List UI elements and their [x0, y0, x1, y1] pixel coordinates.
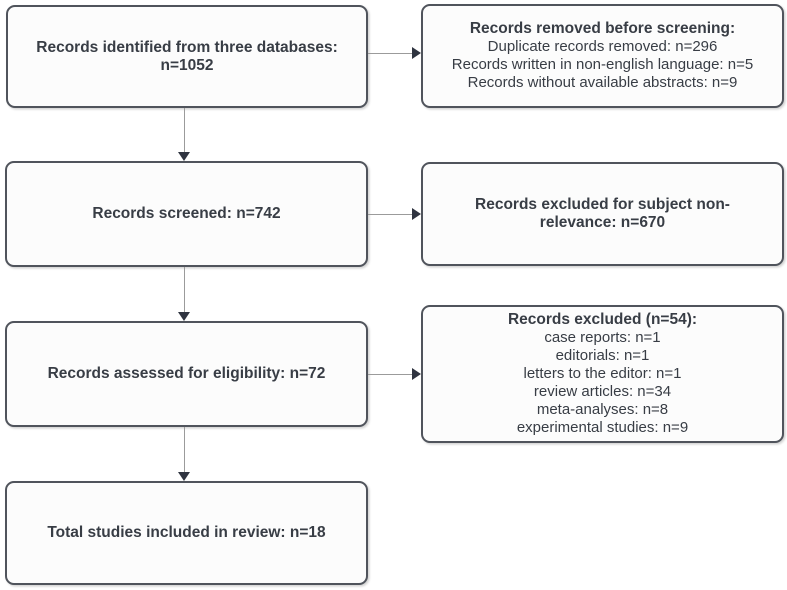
box-total-studies-included: Total studies included in review: n=18 — [5, 481, 368, 585]
box-records-identified: Records identified from three databases:… — [6, 5, 368, 108]
removed-reason-non-english: Records written in non-english language:… — [451, 56, 754, 73]
arrow-right-icon — [412, 47, 421, 59]
excluded-meta-analyses: meta-analyses: n=8 — [536, 401, 669, 418]
excluded-letters: letters to the editor: n=1 — [523, 365, 682, 382]
arrow-screened-to-excluded-subject — [368, 208, 421, 220]
arrow-down-icon — [178, 312, 190, 321]
box-records-identified-label: Records identified from three databases:… — [36, 38, 338, 74]
arrow-line — [368, 52, 412, 54]
box-records-assessed-eligibility: Records assessed for eligibility: n=72 — [5, 321, 368, 427]
arrow-line — [183, 427, 185, 472]
excluded-case-reports: case reports: n=1 — [544, 329, 661, 346]
box-records-screened-label: Records screened: n=742 — [92, 205, 281, 222]
arrow-line — [183, 108, 185, 152]
arrow-right-icon — [412, 208, 421, 220]
arrow-line — [368, 373, 412, 375]
box-records-screened: Records screened: n=742 — [5, 161, 368, 267]
box-records-excluded-subject-label: Records excluded for subject non-relevan… — [475, 196, 730, 231]
arrow-down-icon — [178, 152, 190, 161]
excluded-experimental: experimental studies: n=9 — [516, 419, 689, 436]
excluded-review-articles: review articles: n=34 — [533, 383, 672, 400]
arrow-eligibility-to-included — [178, 427, 190, 481]
arrow-eligibility-to-excluded-detail — [368, 368, 421, 380]
box-records-excluded-detail-title: Records excluded (n=54): — [507, 311, 698, 328]
arrow-down-icon — [178, 472, 190, 481]
box-records-excluded-detail: Records excluded (n=54): case reports: n… — [421, 305, 784, 443]
removed-reason-no-abstracts: Records without available abstracts: n=9 — [467, 74, 738, 91]
arrow-right-icon — [412, 368, 421, 380]
arrow-line — [183, 267, 185, 312]
box-records-removed-title: Records removed before screening: — [469, 20, 736, 37]
removed-reason-duplicates: Duplicate records removed: n=296 — [487, 38, 718, 55]
arrow-identified-to-screened — [178, 108, 190, 161]
arrow-line — [368, 213, 412, 215]
box-total-studies-included-label: Total studies included in review: n=18 — [47, 524, 326, 541]
box-records-assessed-eligibility-label: Records assessed for eligibility: n=72 — [47, 365, 326, 382]
arrow-screened-to-eligibility — [178, 267, 190, 321]
box-records-excluded-subject: Records excluded for subject non-relevan… — [421, 162, 784, 266]
box-records-removed-before-screening: Records removed before screening: Duplic… — [421, 4, 784, 108]
arrow-identified-to-removed — [368, 47, 421, 59]
excluded-editorials: editorials: n=1 — [555, 347, 650, 364]
